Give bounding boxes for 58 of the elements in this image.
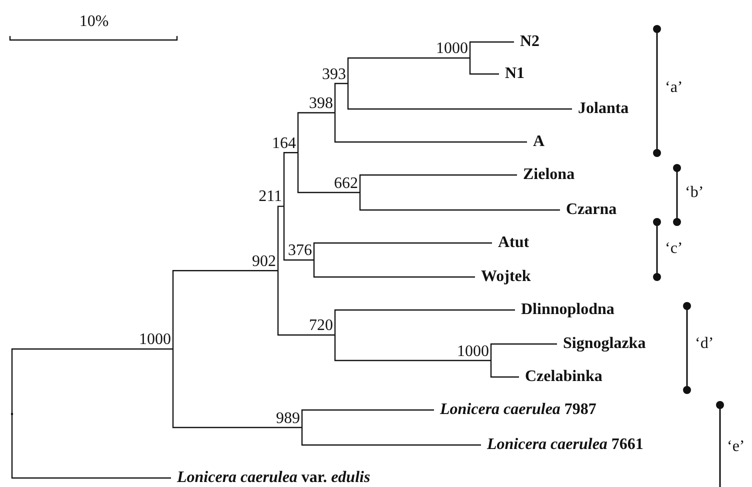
bootstrap-value: 398 — [309, 96, 333, 112]
bootstrap-value: 393 — [322, 66, 346, 82]
tree-branch — [469, 41, 514, 58]
taxon-label: Lonicera caerulea 7661 — [487, 437, 644, 453]
taxon-label: Jolanta — [578, 101, 629, 117]
tree-branch — [11, 414, 171, 479]
tree-branch — [313, 242, 492, 260]
taxon-label: Czelabinka — [525, 369, 602, 385]
tree-branch — [172, 349, 302, 428]
taxon-label: N2 — [520, 34, 540, 50]
clade-label: ‘c’ — [665, 241, 683, 257]
clade-label: ‘b’ — [685, 185, 704, 201]
taxon-label: Atut — [498, 235, 530, 251]
taxon-label: Czarna — [566, 202, 617, 218]
tree-branch — [172, 270, 278, 349]
bootstrap-value: 211 — [258, 189, 282, 206]
tree-branch — [490, 343, 557, 360]
tree-branch — [283, 152, 298, 206]
tree-branch — [301, 409, 434, 428]
tree-branch — [313, 260, 475, 278]
taxon-label: Lonicera caerulea var. edulis — [177, 470, 370, 486]
taxon-label: N1 — [505, 66, 525, 82]
bootstrap-value: 989 — [276, 410, 300, 426]
taxon-label: Wojtek — [481, 269, 531, 285]
clade-label: ‘a’ — [665, 80, 683, 96]
bootstrap-value: 662 — [334, 176, 358, 192]
bootstrap-value: 1000 — [457, 344, 489, 360]
tree-branch — [334, 335, 491, 362]
tree-branch — [334, 309, 515, 335]
tree-branch — [297, 152, 360, 194]
tree-branch — [283, 206, 314, 261]
bootstrap-value: 164 — [272, 136, 296, 152]
tree-branch — [297, 112, 335, 153]
taxon-label: Signoglazka — [563, 336, 646, 352]
bootstrap-value: 1000 — [139, 332, 171, 348]
taxon-label: Zielona — [523, 167, 575, 183]
taxon-label: Dlinnoplodna — [521, 302, 614, 318]
tree-branch — [334, 112, 527, 143]
taxon-label: Lonicera caerulea 7987 — [440, 402, 596, 418]
tree-branch — [469, 58, 499, 75]
tree-branch — [277, 270, 335, 336]
tree-branch — [334, 82, 348, 113]
tree-branch — [347, 57, 470, 84]
bootstrap-value: 720 — [309, 318, 333, 334]
taxon-label: A — [533, 134, 545, 150]
tree-branch — [347, 84, 572, 110]
tree-branch — [301, 428, 481, 446]
bootstrap-value: 902 — [252, 254, 276, 270]
clade-label: ‘e’ — [727, 439, 745, 455]
tree-branch — [359, 174, 517, 192]
clade-label: ‘d’ — [695, 336, 714, 352]
bootstrap-value: 1000 — [436, 41, 468, 57]
tree-branch — [359, 192, 560, 211]
tree-branch — [490, 360, 519, 378]
tree-branch — [277, 206, 284, 271]
bootstrap-value: 376 — [288, 243, 312, 259]
scale-label: 10% — [79, 14, 109, 30]
tree-branch — [11, 348, 173, 414]
